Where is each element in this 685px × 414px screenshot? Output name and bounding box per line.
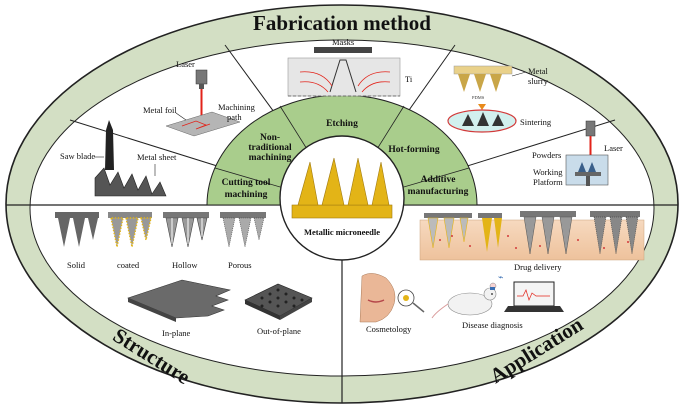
label-metal-sheet: Metal sheet — [137, 152, 177, 162]
center-title: Metallic microneedle — [304, 227, 380, 237]
laser-foil-illustration — [165, 69, 241, 137]
structure-solid — [55, 212, 99, 247]
additive-illustration — [565, 120, 609, 186]
structure-in-plane — [127, 279, 231, 322]
label-ti: Ti — [405, 74, 413, 84]
label-cosmetology: Cosmetology — [366, 324, 412, 334]
label-hollow: Hollow — [172, 260, 198, 270]
label-saw-blade: Saw blade — [60, 151, 95, 161]
label-out-of-plane: Out-of-plane — [257, 326, 301, 336]
label-metal-slurry-1: Metal — [528, 66, 548, 76]
structure-out-of-plane — [244, 283, 313, 320]
method-additive-2: manufacturing — [408, 187, 469, 197]
disease-diagnosis-illustration: ⌁ — [431, 272, 564, 319]
method-etching: Etching — [326, 119, 358, 129]
section-title-fabrication: Fabrication method — [253, 11, 431, 35]
label-drug-delivery: Drug delivery — [514, 262, 562, 272]
label-working-platform-2: Platform — [533, 177, 563, 187]
method-cutting-tool-2: machining — [225, 190, 268, 200]
structure-porous — [220, 212, 266, 248]
label-solid: Solid — [67, 260, 86, 270]
label-powders: Powders — [532, 150, 561, 160]
label-coated: coated — [117, 260, 140, 270]
method-hot-forming: Hot-forming — [388, 145, 439, 155]
label-metal-slurry-2: slurry — [528, 76, 549, 86]
method-cutting-tool-1: Cutting tool — [222, 178, 271, 188]
label-laser: Laser — [176, 59, 195, 69]
label-machining-path-2: path — [227, 112, 242, 122]
structure-coated — [108, 212, 152, 248]
svg-text:⌁: ⌁ — [498, 272, 503, 282]
center-microneedles — [291, 157, 393, 219]
saw-blade-illustration — [94, 120, 167, 197]
drug-delivery-illustration — [419, 211, 645, 261]
structure-hollow — [163, 212, 209, 248]
label-machining-path: Machining — [218, 102, 256, 112]
label-disease-diagnosis: Disease diagnosis — [462, 320, 523, 330]
label-in-plane: In-plane — [162, 328, 191, 338]
cosmetology-illustration — [359, 273, 425, 323]
hot-forming-illustration: PDMS — [447, 65, 517, 133]
svg-text:PDMS: PDMS — [472, 95, 485, 100]
method-additive-1: Additive — [421, 175, 456, 185]
label-laser-am: Laser — [604, 143, 623, 153]
label-sintering: Sintering — [520, 117, 552, 127]
etching-illustration — [287, 47, 401, 97]
method-nontrad-3: machining — [249, 153, 292, 163]
label-metal-foil: Metal foil — [143, 105, 177, 115]
label-masks: Masks — [332, 37, 354, 47]
label-working-platform-1: Working — [533, 167, 563, 177]
label-porous: Porous — [228, 260, 252, 270]
method-nontrad-2: traditional — [248, 143, 292, 153]
method-nontrad-1: Non- — [260, 133, 280, 143]
